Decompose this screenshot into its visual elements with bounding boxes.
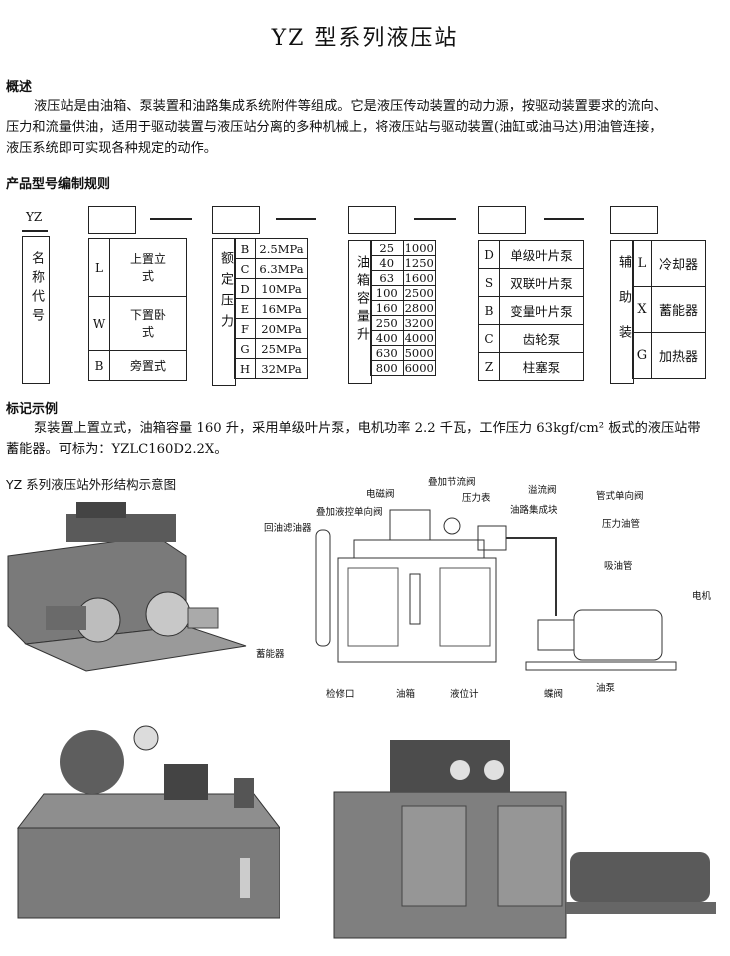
structure-schematic: 电磁阀 叠加节流阀 压力表 溢流阀 叠加液控单向阀 油路集成块 管式单向阀 回油… [256,470,724,702]
overview-line-2: 压力和流量供油，适用于驱动装置与液压站分离的多种机械上，将液压站与驱动装置(油缸… [6,120,663,135]
label-level-gauge: 液位计 [450,689,479,700]
diagram-heading: YZ 系列液压站外形结构示意图 [6,477,177,492]
hydraulic-station-photo-3 [330,712,722,944]
overview-line-1: 液压站是由油箱、泵装置和油路集成系统附件等组成。它是液压传动装置的动力源，按驱动… [34,99,667,114]
label-relief-valve: 溢流阀 [528,485,557,496]
prefix-yz: YZ [26,210,43,224]
label-accumulator: 蓄能器 [256,649,285,660]
name-code-box: 名称代号 [22,236,50,384]
label-suction-pipe: 吸油管 [604,561,633,572]
mounting-row: 上置立式 [109,238,187,297]
label-pipe-check-valve: 管式单向阀 [596,491,644,502]
label-solenoid-valve: 电磁阀 [366,489,395,500]
label-butterfly-valve: 蝶阀 [544,689,564,700]
label-inspection-port: 检修口 [326,689,355,700]
mounting-slot [88,206,136,234]
pressure-label-box: 额定压力 [212,238,236,386]
mounting-row: 下置卧式 [109,296,187,351]
pump-slot [478,206,526,234]
tank-label: 油箱容量升 [354,255,369,345]
hydraulic-station-photo-2 [14,708,282,940]
tank-slot [348,206,396,234]
aux-label: 辅助装 [616,255,631,360]
label-return-filter: 回油滤油器 [264,523,312,534]
overview-heading: 概述 [6,80,33,95]
label-throttle-valve: 叠加节流阀 [428,477,476,488]
label-oil-pump: 油泵 [596,683,616,694]
example-line-1: 泵装置上置立式，油箱容量 160 升，采用单级叶片泵，电机功率 2.2 千瓦，工… [34,421,701,436]
example-line-2: 蓄能器。可标为：YZLC160D2.2X。 [6,442,228,457]
hydraulic-station-photo-1 [6,496,250,678]
mounting-row: 旁置式 [109,350,187,381]
label-pilot-check-valve: 叠加液控单向阀 [316,507,383,518]
aux-label-box: 辅助装 [610,240,634,384]
example-heading: 标记示例 [6,402,59,417]
label-manifold-block: 油路集成块 [510,505,558,516]
rules-heading: 产品型号编制规则 [6,177,111,192]
overview-paragraph: 液压站是由油箱、泵装置和油路集成系统附件等组成。它是液压传动装置的动力源，按驱动… [6,96,724,159]
label-motor: 电机 [692,591,712,602]
label-oil-tank: 油箱 [396,689,416,700]
label-pressure-pipe: 压力油管 [602,519,641,530]
pressure-label: 额定压力 [218,251,233,335]
label-pressure-gauge: 压力表 [462,493,491,504]
name-code-label: 名称代号 [29,251,44,327]
aux-slot [610,206,658,234]
pressure-slot [212,206,260,234]
page-title: YZ 型系列液压站 [271,26,459,51]
overview-line-3: 液压系统即可实现各种规定的动作。 [6,141,217,156]
tank-label-box: 油箱容量升 [348,240,372,384]
